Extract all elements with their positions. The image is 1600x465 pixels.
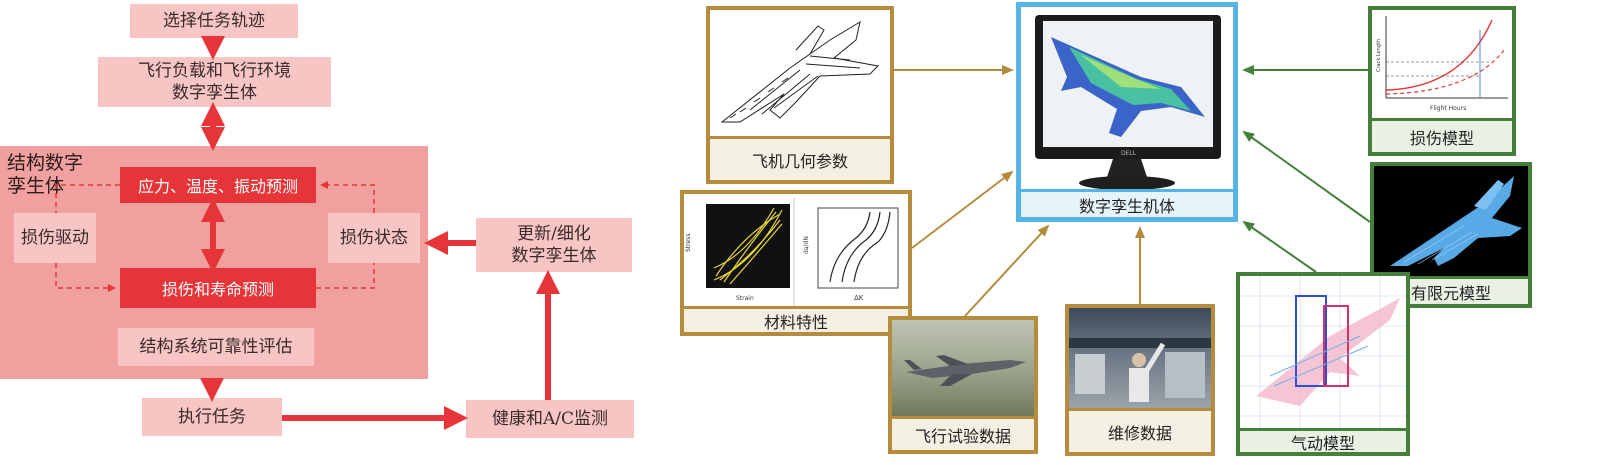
aero-image xyxy=(1240,276,1406,428)
stress-prediction-label: 应力、温度、振动预测 xyxy=(137,177,298,196)
aircraft-drawing-icon xyxy=(720,20,880,123)
maintenance-panel: 维修数据 xyxy=(1065,304,1215,456)
execute-mission-label: 执行任务 xyxy=(178,407,246,427)
maintenance-caption: 维修数据 xyxy=(1069,408,1211,452)
maintenance-image xyxy=(1069,308,1211,408)
material-caption: 材料特性 xyxy=(684,306,908,332)
flight-test-caption: 飞行试验数据 xyxy=(892,416,1034,450)
damage-drive-box: 损伤驱动 xyxy=(14,213,96,263)
damage-drive-label: 损伤驱动 xyxy=(21,228,89,248)
fem-label: 有限元模型 xyxy=(1410,283,1491,303)
aero-caption: 气动模型 xyxy=(1240,428,1406,453)
aero-label: 气动模型 xyxy=(1290,433,1355,453)
flight-env-label-2: 数字孪生体 xyxy=(172,83,257,103)
material-image: Stress Strain da/dN ΔK xyxy=(684,194,908,306)
reliability-label: 结构系统可靠性评估 xyxy=(139,337,293,357)
center-twin-panel: DELL 数字孪生机体 xyxy=(1016,2,1238,222)
material-label: 材料特性 xyxy=(763,312,828,332)
damage-model-caption: 损伤模型 xyxy=(1372,118,1512,152)
arrow-fem-to-twin xyxy=(1242,130,1371,223)
aero-panel: 气动模型 xyxy=(1236,272,1410,456)
update-twin-label-1: 更新/细化 xyxy=(517,224,591,244)
center-twin-image: DELL xyxy=(1021,7,1233,189)
material-panel: Stress Strain da/dN ΔK 材料特性 xyxy=(680,190,912,336)
damage-state-box: 损伤状态 xyxy=(328,213,420,263)
stress-prediction-box: 应力、温度、振动预测 xyxy=(120,167,316,203)
material-curves-icon: Stress Strain da/dN ΔK xyxy=(685,198,899,306)
reliability-box: 结构系统可靠性评估 xyxy=(118,328,314,366)
select-mission-label: 选择任务轨迹 xyxy=(163,11,265,31)
execute-mission-box: 执行任务 xyxy=(142,398,282,436)
damage-curve-icon: Flight Hours Crack Length xyxy=(1376,16,1508,112)
structure-twin-title: 结构数字 孪生体 xyxy=(7,152,107,198)
center-twin-label: 数字孪生机体 xyxy=(1078,196,1175,216)
arrow-aero-to-twin xyxy=(1242,220,1317,273)
dadn-axis-label: da/dN xyxy=(803,236,810,254)
dash-life-to-state xyxy=(316,263,375,289)
structure-title-2: 孪生体 xyxy=(7,175,65,197)
update-twin-label-2: 数字孪生体 xyxy=(511,246,597,266)
geometry-panel: 飞机几何参数 xyxy=(706,6,894,184)
damage-life-label: 损伤和寿命预测 xyxy=(161,280,274,299)
health-monitor-box: 健康和A/C监测 xyxy=(466,400,634,438)
monitor-brand-label: DELL xyxy=(1121,150,1137,157)
flight-env-label-1: 飞行负载和飞行环境 xyxy=(138,61,291,81)
strain-axis-label: Strain xyxy=(736,295,754,302)
crack-length-axis-label: Crack Length xyxy=(1376,39,1382,72)
flight-test-image xyxy=(892,320,1034,416)
dk-axis-label: ΔK xyxy=(854,294,864,302)
update-twin-box: 更新/细化 数字孪生体 xyxy=(476,218,632,272)
fem-image xyxy=(1374,166,1528,276)
flowchart-arrows xyxy=(55,36,560,430)
damage-state-label: 损伤状态 xyxy=(340,228,408,248)
dash-drive-to-life xyxy=(55,263,116,292)
flight-test-label: 飞行试验数据 xyxy=(914,426,1011,446)
damage-life-box: 损伤和寿命预测 xyxy=(120,268,316,308)
jet-photo-icon xyxy=(904,355,1026,386)
damage-model-image: Flight Hours Crack Length xyxy=(1372,10,1512,118)
dash-state-to-stress xyxy=(320,181,375,213)
geometry-label: 飞机几何参数 xyxy=(751,151,848,171)
damage-model-label: 损伤模型 xyxy=(1409,128,1474,148)
dash-stress-to-drive xyxy=(55,184,120,213)
maintenance-photo-icon xyxy=(1069,338,1211,402)
aero-model-icon xyxy=(1240,276,1406,428)
maintenance-label: 维修数据 xyxy=(1107,423,1172,443)
fem-aircraft-icon xyxy=(1390,176,1522,266)
health-monitor-label: 健康和A/C监测 xyxy=(491,409,608,429)
flight-env-box: 飞行负载和飞行环境 数字孪生体 xyxy=(98,57,331,107)
center-twin-caption: 数字孪生机体 xyxy=(1021,189,1233,217)
geometry-caption: 飞机几何参数 xyxy=(710,136,890,180)
monitor-icon: DELL xyxy=(1035,15,1221,189)
flight-hours-axis-label: Flight Hours xyxy=(1430,105,1466,112)
select-mission-box: 选择任务轨迹 xyxy=(130,4,298,38)
arrow-flighttest-to-twin xyxy=(964,224,1050,317)
geometry-image xyxy=(710,10,890,136)
arrow-material-to-twin xyxy=(911,170,1014,249)
flight-test-panel: 飞行试验数据 xyxy=(888,316,1038,454)
structure-title-1: 结构数字 xyxy=(7,152,84,174)
stress-axis-label: Stress xyxy=(685,234,692,252)
damage-model-panel: Flight Hours Crack Length 损伤模型 xyxy=(1368,6,1516,156)
